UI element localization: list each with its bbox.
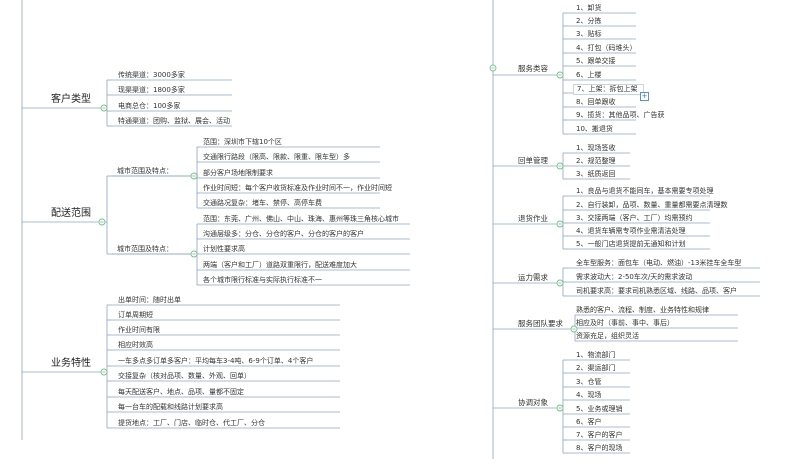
capacity-item: 需求波动大：2-50车次/天的需求波动 [576,273,693,281]
service-item: 5、跟单交接 [576,57,616,65]
service-item: 3、贴标 [576,30,602,38]
service-item: 8、回单跟收 [576,98,616,106]
range-item: 计划性要求高 [203,245,245,253]
receipt-item: 1、现场签收 [576,144,616,152]
capacity-item: 司机要求高：要求司机熟悉区域、线路、品项、客户 [576,287,737,295]
range-item: 各个城市限行标准与实际执行标准不一 [203,276,322,284]
range-item: 沟通层级多：分仓、分仓的客户、分仓的客户的客户 [203,230,364,238]
range-item: 交通路况复杂：堵车、禁停、高停车费 [203,199,322,207]
range-item: 交通限行路段（限高、限款、限重、限车型）多 [203,153,350,161]
business-item: 相应时效高 [118,341,153,349]
coord-item: 4、现场 [576,391,602,399]
service-item: 10、搬退货 [576,125,613,133]
service-item: 6、上楼 [576,71,602,79]
range-item: 两端（客户和工厂）道路双重限行，配送难度加大 [203,261,357,269]
service-item: 4、打包（码堆头） [576,44,637,52]
receipt-item: 3、纸质返回 [576,170,616,178]
team-title: 服务团队要求 [518,319,563,328]
coord-title: 协调对象 [518,398,548,407]
range-item: 部分客户场地限制要求 [203,169,273,177]
business-item: 出单时间：随时出单 [118,296,181,304]
coord-item: 2、渠运部门 [576,364,616,372]
city-range-label: 城市范围及特点： [117,167,173,175]
business-item: 交接复杂（核对品项、数量、外观、回单） [118,372,251,380]
business-item: 提货地点：工厂、门店、临时仓、代工厂、分仓 [118,419,265,427]
receipt-item: 2、规范整理 [576,157,616,165]
team-item: 资源充足，组织灵活 [576,332,639,340]
range-item: 作业时间短：每个客户收货标准及作业时间不一，作业时间短 [203,184,392,192]
service-item: 2、分拣 [576,17,602,25]
coord-item: 3、仓管 [576,378,602,386]
coord-item: 8、客户的现场 [576,444,623,452]
returns-item: 4、退货车辆需专项作业需清洁处理 [576,227,686,235]
coord-item: 5、业务或理销 [576,405,623,413]
returns-item: 2、自行装卸，品项、数量、重量都需要点清理数 [576,201,728,209]
customer-type-item: 特通渠道：团购、监狱、展会、活动 [118,117,230,125]
city-range-label: 城市范围及特点： [117,245,173,253]
business-item: 一车多点多订单多客户：平均每车3-4吨、6-9个订单、4个客户 [118,357,314,365]
customer-type-item: 电商总仓：100多家 [118,102,181,110]
range-item: 范围：深圳市下辖10个区 [203,138,282,146]
customer-type-item: 传统渠道：3000多家 [118,71,185,79]
returns-item: 1、良品与退货不能同车，基本需要专项处理 [576,187,714,195]
returns-item: 5、一般门店退货提前无通知和计划 [576,240,686,248]
business-item: 作业时间有限 [118,326,160,334]
business-item: 每一台车的配载和线路计划要求高 [118,403,223,411]
customer-type-title: 客户类型 [51,94,91,105]
team-item: 熟悉的客户、流程、制度、业务特性和规律 [576,306,709,314]
add-icon[interactable]: + [640,92,649,101]
coord-item: 7、客户的客户 [576,431,623,439]
capacity-item: 全车型服务：面包车（电动、燃油）-13米挂车全车型 [576,259,742,267]
coord-item: 1、物流部门 [576,351,616,359]
returns-title: 退货作业 [518,214,548,223]
business-item: 每天配送客户、地点、品项、量都不固定 [118,388,244,396]
returns-item: 3、交接两端（客户、工厂）均需预约 [576,214,693,222]
service-item-selected[interactable]: 7、上架：拆包上架 [573,84,645,95]
delivery-range-title: 配送范围 [51,208,91,219]
business-title: 业务特性 [51,358,91,369]
business-item: 订单周期短 [118,311,153,319]
coord-item: 6、客户 [576,418,602,426]
customer-type-item: 现渠渠道：1800多家 [118,86,185,94]
capacity-title: 运力需求 [518,273,548,282]
service-title: 服务类容 [518,64,548,73]
team-item: 相应及时（事前、事中、事后） [576,319,674,327]
receipt-title: 回单管理 [518,156,548,165]
service-item: 1、卸货 [576,4,602,12]
range-item: 范围：东莞、广州、佛山、中山、珠海、惠州等珠三角核心城市 [203,215,399,223]
service-item: 9、揽货：其他品项、广告获 [576,111,665,119]
